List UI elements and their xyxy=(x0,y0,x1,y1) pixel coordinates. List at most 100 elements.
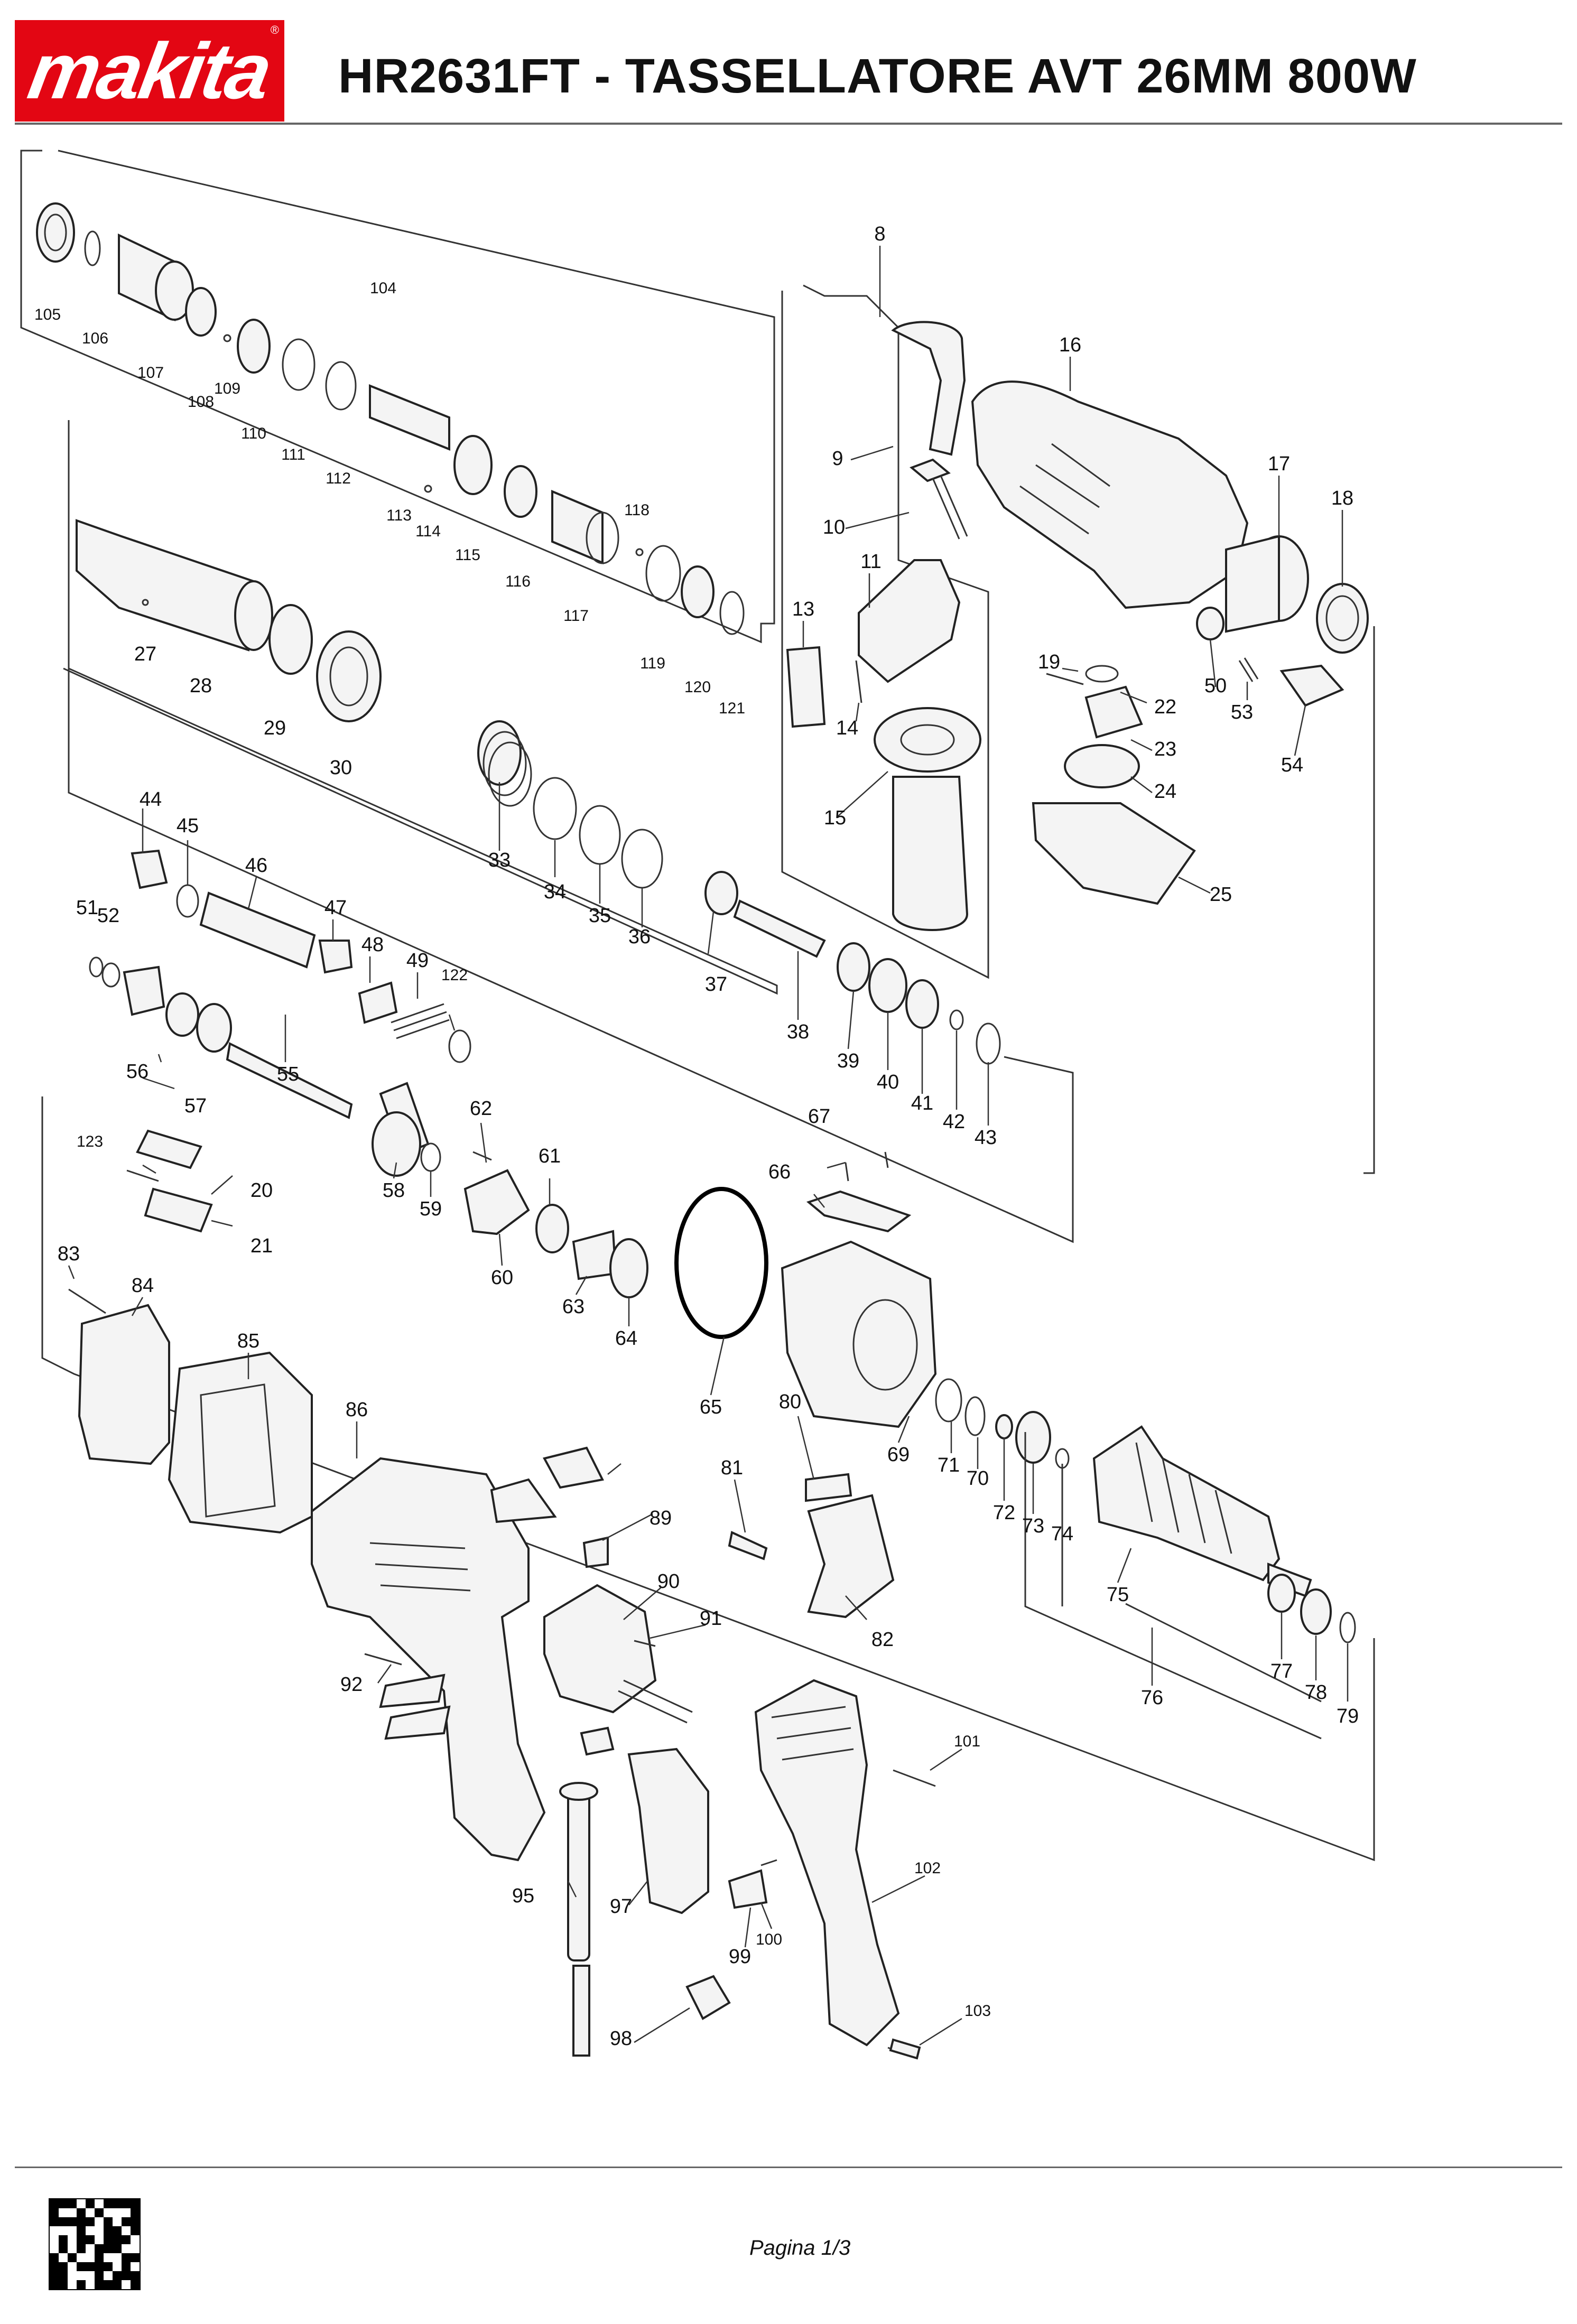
callout-80: 80 xyxy=(779,1391,801,1413)
callout-117: 117 xyxy=(563,607,589,625)
callout-99: 99 xyxy=(729,1946,751,1968)
callout-labels: 8 9 10 11 13 14 15 16 17 18 19 20 21 22 … xyxy=(34,223,1359,2050)
callout-119: 119 xyxy=(640,655,665,672)
callout-24: 24 xyxy=(1154,780,1176,803)
callout-15: 15 xyxy=(824,807,846,829)
callout-90: 90 xyxy=(657,1570,680,1593)
leader-lines xyxy=(68,246,1349,2046)
page-number: Pagina 1/3 xyxy=(749,2236,851,2260)
handle-group xyxy=(786,321,1369,931)
callout-55: 55 xyxy=(277,1063,299,1085)
callout-101: 101 xyxy=(954,1733,980,1750)
callout-39: 39 xyxy=(837,1050,859,1072)
callout-115: 115 xyxy=(455,546,480,564)
callout-22: 22 xyxy=(1154,696,1176,718)
barrel-assembly xyxy=(76,519,382,722)
callout-106: 106 xyxy=(82,330,108,347)
callout-48: 48 xyxy=(361,934,384,956)
frame-lower xyxy=(41,1096,1375,1862)
callout-107: 107 xyxy=(137,364,164,382)
chuck-assembly xyxy=(36,202,745,635)
frame-barrel-group xyxy=(63,420,778,995)
motor-assembly xyxy=(674,1151,1356,1740)
callout-92: 92 xyxy=(340,1674,363,1696)
callout-61: 61 xyxy=(539,1145,561,1167)
callout-19: 19 xyxy=(1038,651,1060,673)
housing-assembly xyxy=(68,1288,936,2060)
callout-23: 23 xyxy=(1154,738,1176,760)
frame-motor-upper xyxy=(68,668,1074,1243)
callout-54: 54 xyxy=(1281,754,1303,776)
callout-89: 89 xyxy=(650,1507,672,1529)
footer-divider xyxy=(15,2167,1562,2168)
callout-113: 113 xyxy=(386,507,412,524)
makita-logo: makita ® xyxy=(15,20,284,122)
callout-111: 111 xyxy=(281,446,305,463)
callout-20: 20 xyxy=(251,1179,273,1202)
callout-41: 41 xyxy=(911,1092,933,1114)
callout-18: 18 xyxy=(1331,487,1353,509)
callout-62: 62 xyxy=(470,1098,492,1120)
callout-123: 123 xyxy=(77,1133,103,1150)
callout-59: 59 xyxy=(420,1198,442,1220)
callout-100: 100 xyxy=(756,1931,782,1948)
callout-66: 66 xyxy=(768,1161,791,1183)
callout-37: 37 xyxy=(705,973,727,996)
callout-86: 86 xyxy=(346,1399,368,1421)
callout-27: 27 xyxy=(134,643,156,665)
callout-83: 83 xyxy=(58,1243,80,1265)
callout-91: 91 xyxy=(700,1607,722,1630)
callout-109: 109 xyxy=(214,380,240,397)
callout-38: 38 xyxy=(787,1021,809,1043)
callout-85: 85 xyxy=(237,1330,259,1352)
callout-70: 70 xyxy=(967,1467,989,1490)
callout-72: 72 xyxy=(993,1502,1015,1524)
callout-52: 52 xyxy=(97,905,119,927)
callout-50: 50 xyxy=(1204,675,1227,697)
callout-11: 11 xyxy=(860,551,881,573)
callout-65: 65 xyxy=(700,1396,722,1418)
callout-45: 45 xyxy=(177,815,199,837)
callout-118: 118 xyxy=(624,501,650,519)
callout-73: 73 xyxy=(1022,1515,1044,1537)
callout-47: 47 xyxy=(324,897,347,919)
callout-122: 122 xyxy=(441,966,468,984)
callout-44: 44 xyxy=(140,788,162,811)
callout-75: 75 xyxy=(1107,1584,1129,1606)
callout-121: 121 xyxy=(719,700,745,717)
qr-code[interactable] xyxy=(49,2198,141,2290)
callout-76: 76 xyxy=(1141,1687,1163,1709)
callout-116: 116 xyxy=(505,573,531,590)
callout-53: 53 xyxy=(1231,701,1253,723)
intermediate-shaft-group xyxy=(89,849,648,1298)
callout-40: 40 xyxy=(877,1071,899,1093)
callout-60: 60 xyxy=(491,1267,513,1289)
callout-120: 120 xyxy=(684,678,711,696)
callout-36: 36 xyxy=(628,926,651,948)
callout-42: 42 xyxy=(943,1111,965,1133)
callout-21: 21 xyxy=(251,1235,273,1257)
callout-14: 14 xyxy=(836,717,858,739)
callout-9: 9 xyxy=(832,448,843,470)
callout-97: 97 xyxy=(610,1895,632,1918)
spring-group xyxy=(477,720,663,889)
callout-82: 82 xyxy=(871,1629,894,1651)
callout-81: 81 xyxy=(721,1457,743,1479)
callout-43: 43 xyxy=(975,1127,997,1149)
callout-104: 104 xyxy=(370,280,396,297)
callout-57: 57 xyxy=(184,1095,207,1117)
callout-8: 8 xyxy=(874,223,885,245)
exploded-parts-diagram: 8 9 10 11 13 14 15 16 17 18 19 20 21 22 … xyxy=(20,150,1375,2060)
registered-mark: ® xyxy=(270,23,279,36)
callout-84: 84 xyxy=(132,1275,154,1297)
callout-110: 110 xyxy=(241,425,266,442)
callout-51: 51 xyxy=(76,897,98,919)
callout-33: 33 xyxy=(488,849,511,871)
callout-69: 69 xyxy=(887,1444,910,1466)
page-title: HR2631FT - TASSELLATORE AVT 26MM 800W xyxy=(338,49,1417,103)
callout-13: 13 xyxy=(792,598,814,620)
callout-63: 63 xyxy=(562,1296,585,1318)
callout-105: 105 xyxy=(34,306,61,323)
callout-114: 114 xyxy=(415,523,441,540)
brand-wordmark: makita xyxy=(22,26,277,115)
